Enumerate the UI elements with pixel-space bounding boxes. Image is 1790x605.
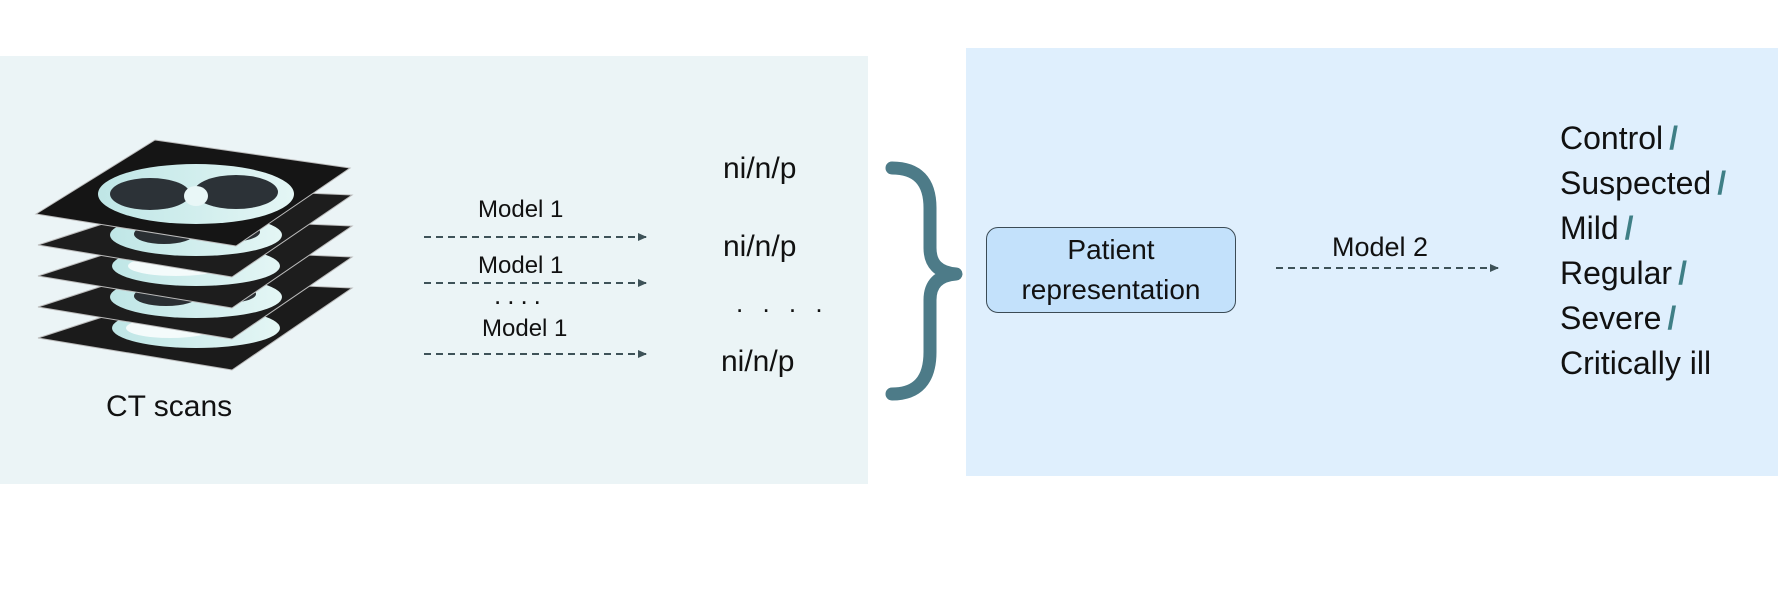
class-item-severe: Severe/ xyxy=(1560,296,1726,341)
class-label: Regular xyxy=(1560,255,1673,291)
class-item-regular: Regular/ xyxy=(1560,251,1726,296)
class-separator: / xyxy=(1624,210,1634,246)
model1-label-1: Model 1 xyxy=(478,196,564,223)
curly-brace-icon xyxy=(885,161,963,401)
class-item-suspected: Suspected/ xyxy=(1560,161,1726,206)
class-separator: / xyxy=(1669,120,1679,156)
class-separator: / xyxy=(1717,165,1727,201)
class-label: Control xyxy=(1560,120,1664,156)
patient-representation-box: Patient representation xyxy=(986,227,1236,313)
model1-label-2: Model 1 xyxy=(478,252,564,279)
output-label-1: ni/n/p xyxy=(723,152,797,185)
output-label-3: ni/n/p xyxy=(721,345,795,378)
ct-slice-1 xyxy=(34,139,352,247)
outputs-ellipsis: . . . . xyxy=(736,288,829,318)
class-separator: / xyxy=(1667,300,1677,336)
class-separator: / xyxy=(1678,255,1687,291)
class-label: Critically ill xyxy=(1560,345,1712,381)
model1-ellipsis: .... xyxy=(494,280,547,310)
output-label-2: ni/n/p xyxy=(723,230,797,263)
model1-label-3: Model 1 xyxy=(482,315,568,342)
class-label: Severe xyxy=(1560,300,1662,336)
class-item-control: Control/ xyxy=(1560,116,1726,161)
patient-box-line2: representation xyxy=(1021,274,1201,305)
patient-box-line1: Patient xyxy=(1067,234,1155,265)
class-item-mild: Mild/ xyxy=(1560,206,1726,251)
model2-label: Model 2 xyxy=(1332,232,1429,262)
class-label: Suspected xyxy=(1560,165,1712,201)
class-item-critically-ill: Critically ill xyxy=(1560,341,1726,386)
ct-scan-stack-icon xyxy=(34,139,354,371)
class-list: Control/ Suspected/ Mild/ Regular/ Sever… xyxy=(1560,116,1726,386)
class-label: Mild xyxy=(1560,210,1619,246)
ct-scans-label: CT scans xyxy=(106,390,233,423)
